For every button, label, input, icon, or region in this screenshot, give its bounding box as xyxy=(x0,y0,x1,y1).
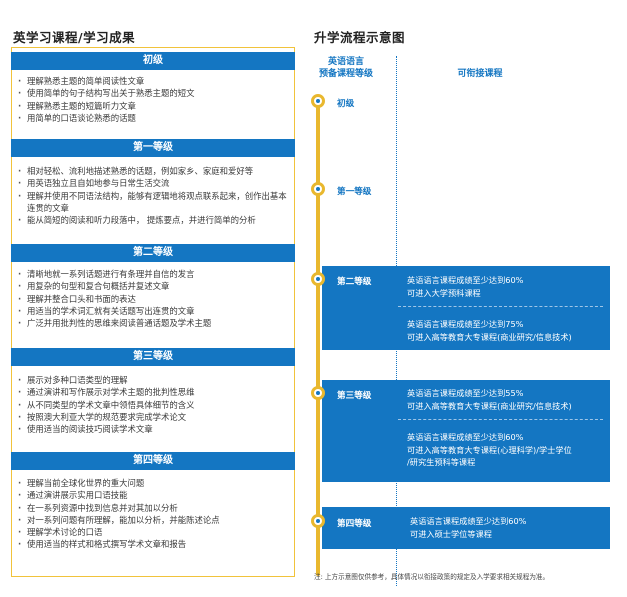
route-line: 英语语言课程成绩至少达到60% xyxy=(407,275,524,285)
stage-label-level3: 第三等级 xyxy=(337,391,372,401)
route-line: 英语语言课程成绩至少达到55% xyxy=(407,388,524,398)
list-item: 用复杂的句型和复合句概括并复述文章 xyxy=(18,280,290,293)
left-panel-title: 英学习课程/学习成果 xyxy=(13,30,136,45)
route-line: 可进入硕士学位等课程 xyxy=(410,528,492,539)
list-item: 在一系列资源中找到信息并对其加以分析 xyxy=(18,502,290,515)
pathway-route: 英语语言课程成绩至少达到75% 可进入高等教育大专课程(商业研究/信息技术) xyxy=(407,318,612,343)
level-bar-4: 第四等级 xyxy=(11,452,295,470)
list-item: 相对轻松、流利地描述熟悉的话题，例如家乡、家庭和爱好等 xyxy=(18,165,290,178)
route-line: 英语语言课程成绩至少达到60% xyxy=(407,432,524,442)
route-separator xyxy=(398,306,603,307)
route-line: 可进入高等教育大专课程(商业研究/信息技术) xyxy=(407,331,572,342)
list-item: 展示对多种口语类型的理解 xyxy=(18,374,290,387)
timeline-node-icon xyxy=(311,514,325,528)
list-item: 使用适当的阅读技巧阅读学术文章 xyxy=(18,423,290,436)
course-outcomes-box xyxy=(11,47,295,577)
route-separator xyxy=(398,419,603,420)
route-line: /研究生预科等课程 xyxy=(407,457,476,467)
level-bar-2: 第二等级 xyxy=(11,244,295,262)
route-line: 可进入高等教育大专课程(心理科学)/学士学位 xyxy=(407,444,572,455)
list-item: 用简单的口语谈论熟悉的话题 xyxy=(18,112,290,125)
list-item: 使用适当的样式和格式撰写学术文章和报告 xyxy=(18,538,290,551)
route-line: 可进入高等教育大专课程(商业研究/信息技术) xyxy=(407,400,572,411)
list-item: 广泛并用批判性的思维来阅读普通话题及学术主题 xyxy=(18,317,290,330)
pathway-route: 英语语言课程成绩至少达到55% 可进入高等教育大专课程(商业研究/信息技术) xyxy=(407,387,612,412)
level4-outcomes-list: 理解当前全球化世界的重大问题 通过演讲展示实用口语技能 在一系列资源中找到信息并… xyxy=(18,477,290,551)
level-bar-beginner: 初级 xyxy=(11,52,295,70)
list-item: 通过演讲和写作展示对学术主题的批判性思维 xyxy=(18,386,290,399)
list-item: 用适当的学术词汇就有关话题写出连贯的文章 xyxy=(18,305,290,318)
list-item: 按照澳大利亚大学的规范要求完成学术论文 xyxy=(18,411,290,424)
level-bar-3: 第三等级 xyxy=(11,348,295,366)
stage-label-level4: 第四等级 xyxy=(337,519,372,529)
stage-box-level4 xyxy=(322,507,610,549)
list-item: 理解并使用不同语法结构，能够有逻辑地将观点联系起来，创作出基本连贯的文章 xyxy=(18,190,290,215)
stage-box-level3 xyxy=(322,380,610,482)
list-item: 对一系列问题有所理解，能加以分析，并能陈述论点 xyxy=(18,514,290,527)
pathway-route: 英语语言课程成绩至少达到60% 可进入硕士学位等课程 xyxy=(410,515,615,540)
route-line: 英语语言课程成绩至少达到75% xyxy=(407,319,524,329)
right-panel-title: 升学流程示意图 xyxy=(314,30,406,45)
route-line: 英语语言课程成绩至少达到60% xyxy=(410,516,527,526)
list-item: 通过演讲展示实用口语技能 xyxy=(18,489,290,502)
timeline-spine xyxy=(316,96,320,576)
list-item: 理解当前全球化世界的重大问题 xyxy=(18,477,290,490)
list-item: 理解学术讨论的口语 xyxy=(18,526,290,539)
stage-box-level2 xyxy=(322,266,610,350)
footnote: 注: 上方示意图仅供参考，具体情况以衔接政策的规定及入学要求相关规程为准。 xyxy=(314,573,550,581)
list-item: 使用简单的句子结构写出关于熟悉主题的短文 xyxy=(18,87,290,100)
timeline-node-icon xyxy=(311,272,325,286)
prep-level-column-header: 英语语言 预备课程等级 xyxy=(306,56,386,80)
list-item: 用英语独立且自如地参与日常生活交流 xyxy=(18,177,290,190)
list-item: 能从简短的阅读和听力段落中， 提炼要点，并进行简单的分析 xyxy=(18,214,290,227)
list-item: 理解熟悉主题的短篇听力文章 xyxy=(18,100,290,113)
stage-label-level1: 第一等级 xyxy=(337,187,372,197)
level1-outcomes-list: 相对轻松、流利地描述熟悉的话题，例如家乡、家庭和爱好等 用英语独立且自如地参与日… xyxy=(18,165,290,227)
level3-outcomes-list: 展示对多种口语类型的理解 通过演讲和写作展示对学术主题的批判性思维 从不同类型的… xyxy=(18,374,290,436)
prep-level-header-line1: 英语语言 xyxy=(327,57,364,67)
level2-outcomes-list: 清晰地就一系列话题进行有条理并自信的发言 用复杂的句型和复合句概括并复述文章 理… xyxy=(18,268,290,330)
stage-label-beginner: 初级 xyxy=(337,99,355,109)
timeline-node-icon xyxy=(311,386,325,400)
prep-level-header-line2: 预备课程等级 xyxy=(318,69,373,79)
pathway-route: 英语语言课程成绩至少达到60% 可进入高等教育大专课程(心理科学)/学士学位 /… xyxy=(407,431,612,469)
pathway-column-header: 可衔接课程 xyxy=(457,69,503,79)
timeline-node-icon xyxy=(311,94,325,108)
pathway-route: 英语语言课程成绩至少达到60% 可进入大学预科课程 xyxy=(407,274,612,299)
list-item: 理解熟悉主题的简单阅读性文章 xyxy=(18,75,290,88)
beginner-outcomes-list: 理解熟悉主题的简单阅读性文章 使用简单的句子结构写出关于熟悉主题的短文 理解熟悉… xyxy=(18,75,290,124)
route-line: 可进入大学预科课程 xyxy=(407,287,481,298)
list-item: 从不同类型的学术文章中领悟具体细节的含义 xyxy=(18,399,290,412)
list-item: 理解并整合口头和书面的表达 xyxy=(18,293,290,306)
level-bar-1: 第一等级 xyxy=(11,139,295,157)
list-item: 清晰地就一系列话题进行有条理并自信的发言 xyxy=(18,268,290,281)
timeline-node-icon xyxy=(311,182,325,196)
stage-label-level2: 第二等级 xyxy=(337,277,372,287)
